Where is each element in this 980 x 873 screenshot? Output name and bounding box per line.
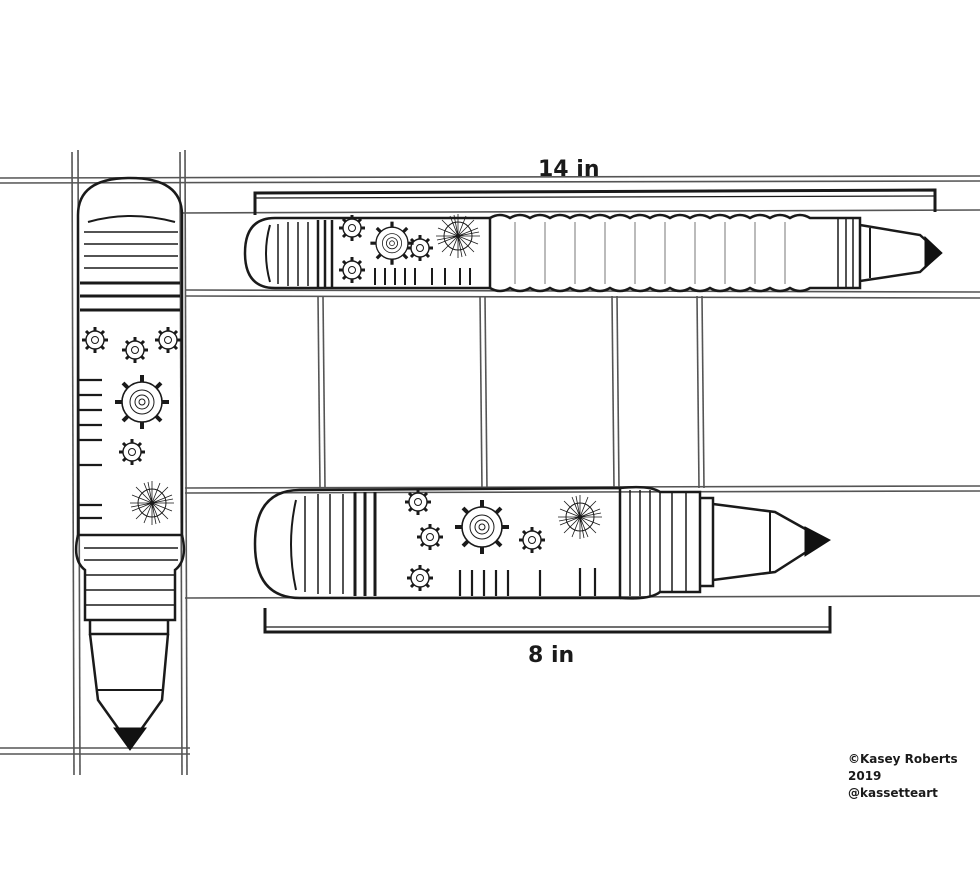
dimension-label-short: 8 in — [528, 643, 575, 668]
pen-long-horizontal — [243, 213, 943, 293]
copyright-text: ©Kasey Roberts 2019 — [848, 752, 958, 783]
dimension-label-long: 14 in — [538, 157, 600, 182]
pen-vertical — [74, 176, 186, 751]
pen-short-horizontal — [253, 485, 831, 600]
artist-handle: @kassetteart — [848, 786, 938, 800]
dimension-bracket-long — [253, 188, 937, 215]
copyright-credit: ©Kasey Roberts 2019 @kassetteart — [848, 751, 980, 802]
dimension-bracket-short — [263, 606, 832, 634]
